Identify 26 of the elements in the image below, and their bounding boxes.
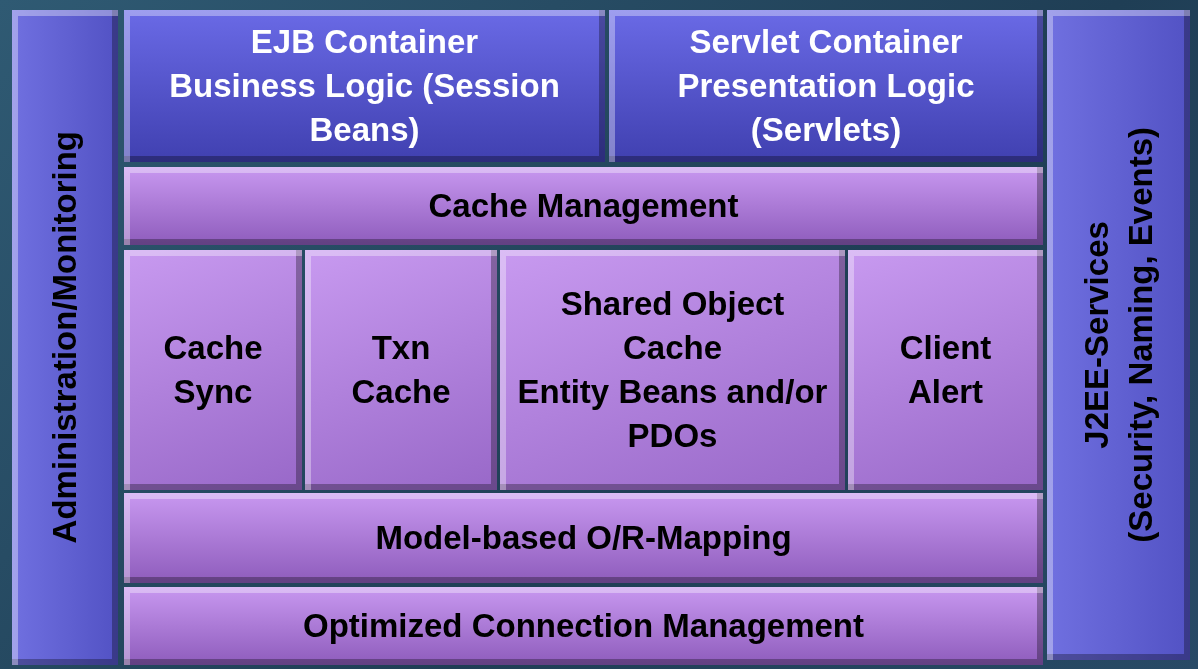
- layer-band: [124, 587, 1043, 665]
- panel-title: Cache Sync: [162, 328, 264, 412]
- layer-band: [124, 493, 1043, 583]
- sidebar-panel: [1047, 10, 1190, 660]
- module-box: [305, 250, 497, 490]
- panel-title: Cache Management: [428, 186, 739, 226]
- module-box: [500, 250, 845, 490]
- panel-title: Optimized Connection Management: [302, 606, 864, 646]
- panel-title: Shared Object Cache: [559, 284, 786, 368]
- panel-title: Servlet Container: [689, 22, 963, 62]
- layer-band: [124, 167, 1043, 245]
- panel-subtitle: Entity Beans and/or PDOs: [516, 372, 829, 456]
- module-box: [848, 250, 1043, 490]
- panel-title: Txn Cache: [350, 328, 452, 412]
- module-box: [124, 250, 302, 490]
- panel-subtitle: Presentation Logic (Servlets): [676, 66, 976, 150]
- sidebar-panel: [12, 10, 118, 665]
- container-box: [609, 10, 1043, 162]
- panel-subtitle: Business Logic (Session Beans): [168, 66, 561, 150]
- container-box: [124, 10, 605, 162]
- panel-subtitle: (Security, Naming, Events): [1120, 127, 1160, 543]
- panel-title: Administration/Monitoring: [45, 131, 84, 544]
- panel-title: J2EE-Services: [1076, 220, 1116, 451]
- panel-title: Model-based O/R-Mapping: [375, 518, 792, 558]
- panel-title: EJB Container: [250, 22, 479, 62]
- panel-title: Client Alert: [898, 328, 993, 412]
